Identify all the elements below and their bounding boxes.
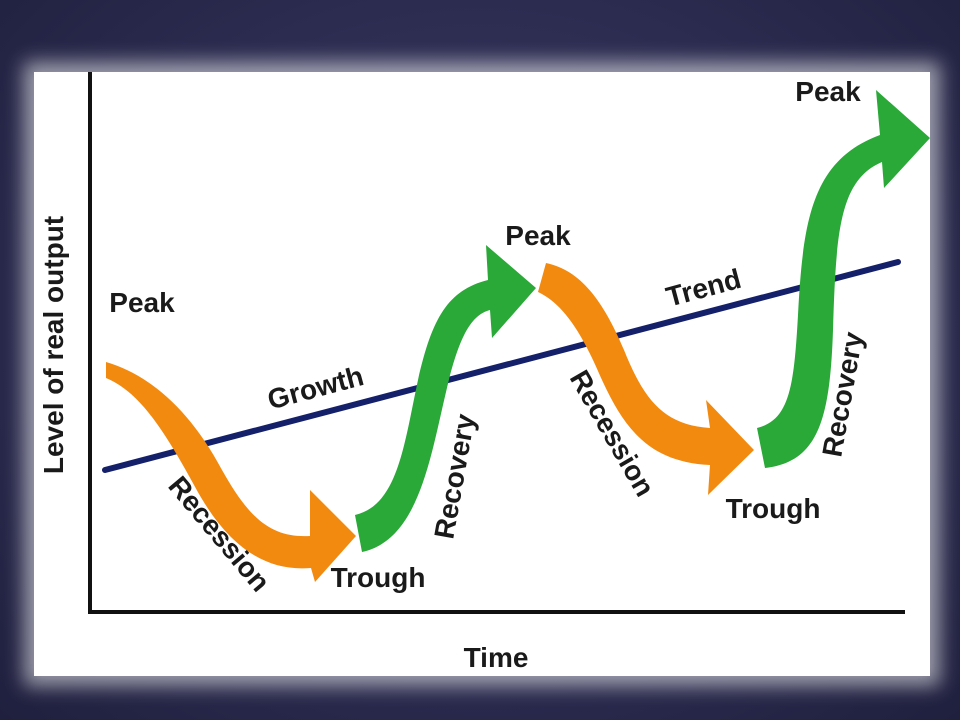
- peak-label-3: Peak: [795, 76, 861, 107]
- peak-label-1: Peak: [109, 287, 175, 318]
- x-axis-label: Time: [464, 642, 529, 673]
- recession-arrow-2: [538, 263, 754, 495]
- recovery-arrow-2: [757, 90, 930, 468]
- peak-label-2: Peak: [505, 220, 571, 251]
- recession-arrow-1: [106, 362, 356, 582]
- recovery-arrow-1: [355, 245, 536, 552]
- y-axis-label: Level of real output: [38, 216, 69, 474]
- trough-label-2: Trough: [726, 493, 821, 524]
- trend-line: [102, 259, 901, 473]
- trough-label-1: Trough: [331, 562, 426, 593]
